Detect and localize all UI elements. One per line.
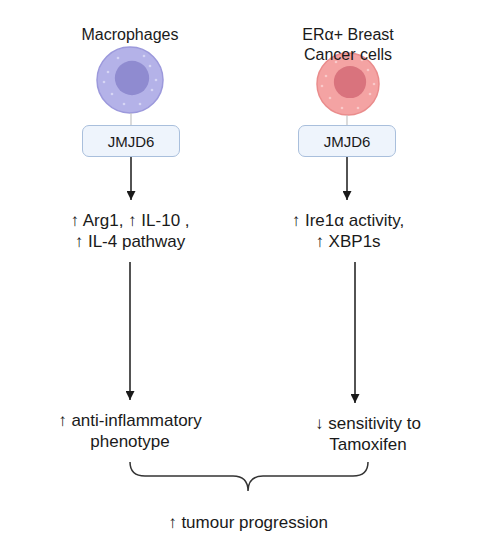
effect-text: ↑ anti-inflammatory phenotype [44,410,216,452]
cell-texture [123,103,126,106]
flow-arrow [129,262,131,400]
cell-texture [325,75,328,78]
cell-texture [111,93,114,96]
text-node: ↑ anti-inflammatory phenotype [44,400,216,462]
box-text: JMJD6 [324,133,371,150]
cell-texture [341,107,344,110]
cell-body [97,47,163,113]
cell-texture [373,83,376,86]
flow-arrow [354,262,356,403]
connector-line [346,115,347,125]
cell-texture [367,69,370,72]
cell-texture [139,103,142,106]
cell-texture [155,79,158,82]
flow-arrow [130,157,132,200]
cell-texture [321,85,324,88]
effect-text: ↑ Arg1, ↑ IL-10 , ↑ IL-4 pathway [66,210,194,252]
outcome-label: ↑ tumour progression [128,512,368,533]
cell-heading: Macrophages [60,25,200,45]
cell-nucleus [334,66,366,98]
cell-texture [107,71,110,74]
cell-node: Macrophages [80,25,180,113]
text-node: ↓ sensitivity to Tamoxifen [302,403,434,465]
connector-line [130,113,131,125]
process-box: JMJD6 [82,125,180,157]
box-text: JMJD6 [108,133,155,150]
cell-texture [369,93,372,96]
effect-text: ↓ sensitivity to Tamoxifen [302,413,434,455]
cell-texture [149,65,152,68]
text-node: ↑ Arg1, ↑ IL-10 , ↑ IL-4 pathway [66,200,194,262]
cell-node: ERα+ Breast Cancer cells [298,25,398,115]
text-node: ↑ Ire1α activity, ↑ XBP1s [288,200,408,262]
curly-brace [130,462,368,491]
effect-text: ↑ Ire1α activity, ↑ XBP1s [288,210,408,252]
cell-texture [117,57,120,60]
cell-texture [143,55,146,58]
cell-texture [329,97,332,100]
process-box: JMJD6 [298,125,396,157]
flow-arrow [346,157,348,200]
cell-texture [357,107,360,110]
cell-nucleus [115,61,149,95]
cell-texture [103,81,106,84]
cell-heading: ERα+ Breast Cancer cells [296,25,401,65]
cell-texture [151,89,154,92]
